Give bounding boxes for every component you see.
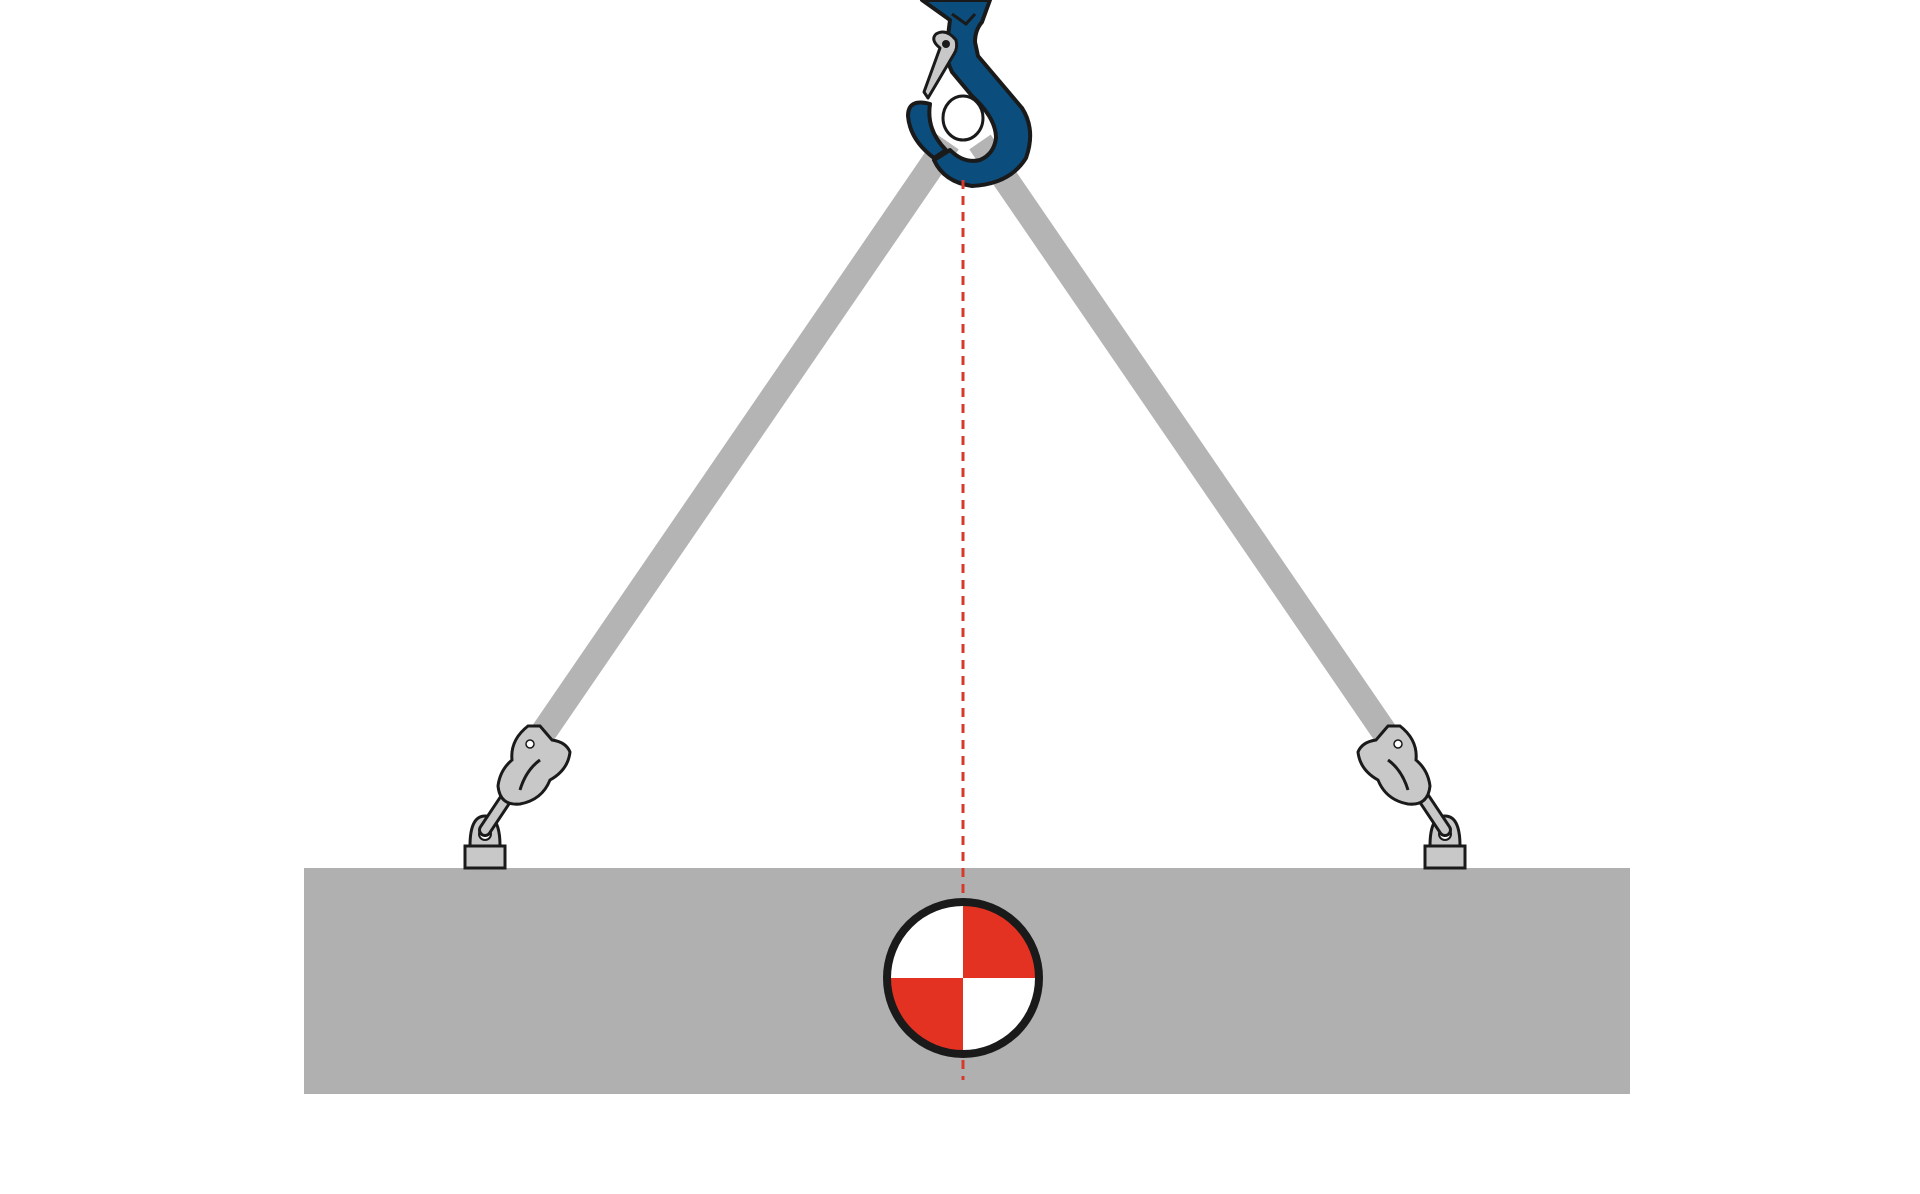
left-shackle-icon [496, 724, 572, 806]
right-shackle-icon [1356, 724, 1432, 806]
crane-hook-icon [906, 0, 1033, 188]
right-sling [969, 134, 1396, 741]
left-sling [532, 134, 959, 741]
center-of-gravity-icon [883, 898, 1043, 1058]
